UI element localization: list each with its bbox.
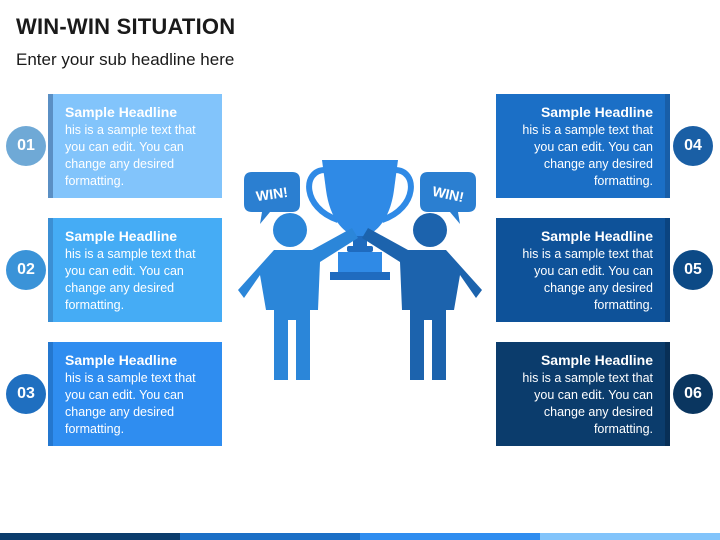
card-accent-bar (48, 94, 53, 198)
card-accent-bar (665, 342, 670, 446)
footer-segment (0, 533, 180, 540)
card-headline: Sample Headline (540, 104, 653, 120)
page-subtitle: Enter your sub headline here (16, 50, 235, 69)
card-text: his is a sample text that you can edit. … (65, 247, 196, 312)
page-title: WIN-WIN SITUATION (16, 14, 236, 39)
person-right-icon (362, 213, 482, 380)
card-accent-bar (48, 342, 53, 446)
speech-left-text: WIN! (255, 184, 289, 204)
step-number-02: 02 (6, 250, 46, 290)
card-text: his is a sample text that you can edit. … (65, 371, 196, 436)
win-win-illustration: WIN! WIN! (238, 160, 482, 380)
card-text: his is a sample text that you can edit. … (522, 247, 653, 312)
card-headline: Sample Headline (65, 228, 178, 244)
card-04: Sample Headline his is a sample text tha… (496, 94, 670, 198)
card-accent-bar (48, 218, 53, 322)
trophy-icon (306, 160, 414, 280)
speech-right-text: WIN! (431, 183, 466, 205)
card-02: Sample Headline his is a sample text tha… (48, 218, 222, 322)
card-06: Sample Headline his is a sample text tha… (496, 342, 670, 446)
card-headline: Sample Headline (65, 352, 178, 368)
footer-stripe (0, 533, 720, 540)
card-headline: Sample Headline (540, 352, 653, 368)
person-left-icon (238, 213, 358, 380)
card-headline: Sample Headline (540, 228, 653, 244)
step-number-03: 03 (6, 374, 46, 414)
step-number-01: 01 (6, 126, 46, 166)
footer-segment (540, 533, 720, 540)
card-05: Sample Headline his is a sample text tha… (496, 218, 670, 322)
step-number-04: 04 (673, 126, 713, 166)
speech-bubble-right-icon: WIN! (420, 172, 476, 224)
step-number-05: 05 (673, 250, 713, 290)
speech-bubble-left-icon: WIN! (244, 172, 300, 224)
card-text: his is a sample text that you can edit. … (522, 371, 653, 436)
card-01: Sample Headline his is a sample text tha… (48, 94, 222, 198)
card-headline: Sample Headline (65, 104, 178, 120)
card-text: his is a sample text that you can edit. … (522, 123, 653, 188)
card-03: Sample Headline his is a sample text tha… (48, 342, 222, 446)
card-accent-bar (665, 94, 670, 198)
card-text: his is a sample text that you can edit. … (65, 123, 196, 188)
step-number-06: 06 (673, 374, 713, 414)
card-accent-bar (665, 218, 670, 322)
footer-segment (360, 533, 540, 540)
footer-segment (180, 533, 360, 540)
